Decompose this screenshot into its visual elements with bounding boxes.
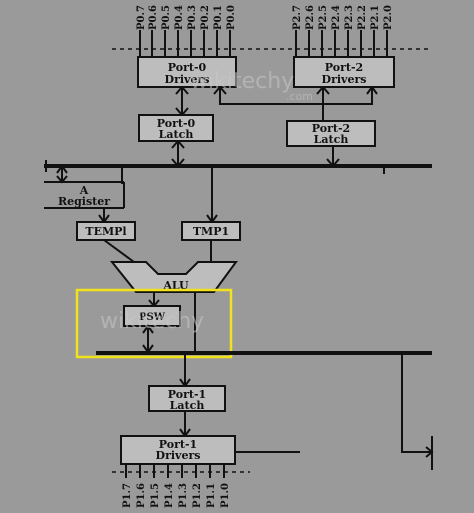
pin-label: P2.4 bbox=[331, 5, 342, 30]
pin-label: P0.1 bbox=[213, 5, 224, 30]
watermark-text: wikitechy bbox=[190, 69, 294, 94]
pin-label: P2.2 bbox=[357, 5, 368, 30]
pin-label: P1.2 bbox=[192, 483, 203, 508]
pin-label: P0.4 bbox=[174, 5, 185, 30]
a-register-block: A Register bbox=[44, 181, 125, 209]
tmp1-block: TMP1 bbox=[181, 221, 241, 241]
pin-label: P1.7 bbox=[122, 483, 133, 508]
alu-block: ALU bbox=[109, 261, 238, 293]
pin-label: P1.5 bbox=[150, 483, 161, 508]
watermark-text-lower: wikitechy bbox=[100, 309, 204, 334]
pin-label: P0.0 bbox=[226, 5, 237, 30]
pin-label: P0.6 bbox=[148, 5, 159, 30]
port1-drivers-label-2: Drivers bbox=[156, 449, 201, 462]
port1-pins: P1.7 P1.6 P1.5 P1.4 P1.3 P1.2 P1.1 P1.0 bbox=[122, 464, 231, 508]
port2-latch-label-1: Port-2 bbox=[312, 122, 350, 135]
middle-wires bbox=[56, 164, 218, 263]
pin-label: P1.3 bbox=[178, 483, 189, 508]
port0-drivers-label-1: Port-0 bbox=[168, 61, 207, 74]
psw-highlight-box bbox=[75, 288, 233, 359]
pin-label: P2.7 bbox=[292, 5, 303, 30]
pin-label: P1.0 bbox=[220, 483, 231, 508]
pin-label: P2.5 bbox=[318, 5, 329, 30]
pin-label: P2.3 bbox=[344, 5, 355, 30]
pin-label: P1.4 bbox=[164, 483, 175, 508]
pin-label: P2.0 bbox=[383, 5, 394, 30]
port1-latch-block: Port-1 Latch bbox=[148, 385, 226, 412]
port0-latch-label-2: Latch bbox=[159, 128, 194, 141]
port0-drivers-label-2: Drivers bbox=[165, 73, 210, 86]
port0-latch-label-1: Port-0 bbox=[157, 117, 196, 130]
pin-label: P1.6 bbox=[136, 483, 147, 508]
port2-drivers-label-1: Port-2 bbox=[325, 61, 363, 74]
port0-latch-block: Port-0 Latch bbox=[138, 114, 214, 142]
port1-drivers-block: Port-1 Drivers bbox=[120, 435, 236, 465]
pin-label: P0.2 bbox=[200, 5, 211, 30]
a-register-label-1: A bbox=[79, 184, 89, 197]
a-register-label-2: Register bbox=[58, 195, 110, 208]
psw-block: PSW bbox=[123, 305, 181, 327]
pin-label: P0.7 bbox=[136, 5, 147, 30]
psw-label: PSW bbox=[139, 312, 166, 323]
tmp1-label: TMP1 bbox=[193, 225, 229, 238]
port2-latch-label-2: Latch bbox=[314, 133, 349, 146]
port1-drivers-label-1: Port-1 bbox=[159, 438, 197, 451]
port2-drivers-block: Port-2 Drivers bbox=[293, 56, 395, 88]
pin-label: P0.5 bbox=[161, 5, 172, 30]
temp1-label: TEMPl bbox=[85, 225, 126, 238]
temp1-block: TEMPl bbox=[76, 221, 136, 241]
port2-latch-block: Port-2 Latch bbox=[286, 120, 376, 147]
port0-pins: P0.7 P0.6 P0.5 P0.4 P0.3 P0.2 P0.1 P0.0 bbox=[136, 5, 237, 57]
pin-label: P0.3 bbox=[187, 5, 198, 30]
port1-latch-label-1: Port-1 bbox=[168, 388, 206, 401]
port0-drivers-block: Port-0 Drivers bbox=[137, 56, 237, 88]
port2-pins: P2.7 P2.6 P2.5 P2.4 P2.3 P2.2 P2.1 P2.0 bbox=[292, 5, 394, 57]
pin-label: P1.1 bbox=[206, 483, 217, 508]
port1-latch-label-2: Latch bbox=[170, 399, 205, 412]
port2-drivers-label-2: Drivers bbox=[322, 73, 367, 86]
watermark-domain: .com bbox=[286, 90, 313, 103]
pin-label: P2.1 bbox=[370, 5, 381, 30]
pin-label: P2.6 bbox=[305, 5, 316, 30]
